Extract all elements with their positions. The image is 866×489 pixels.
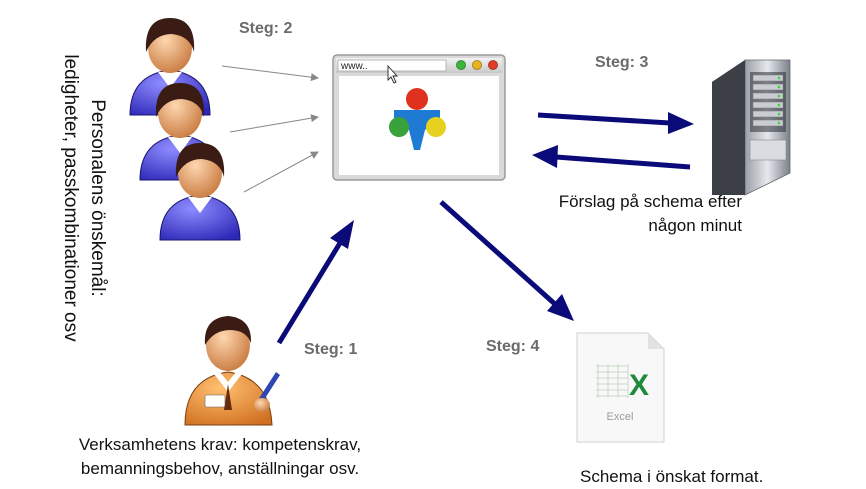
- server-caption: Förslag på schema efter någon minut: [559, 190, 742, 238]
- excel-x-letter: X: [629, 369, 649, 402]
- business-requirements-line-2: bemanningsbehov, anställningar osv.: [80, 459, 360, 478]
- step-2-label: Steg: 2: [239, 20, 293, 37]
- server-led: [777, 112, 781, 116]
- server-led: [777, 94, 781, 98]
- server-led: [777, 76, 781, 80]
- browser-to-excel-arrow: [439, 200, 574, 321]
- browser-yellow-button: [472, 60, 482, 70]
- business-requirements-line-1: Verksamhetens krav: kompetenskrav,: [78, 435, 362, 454]
- staff-wishes-line-2: ledigheter, passkombinationer osv: [60, 54, 81, 342]
- server-drive-slot: [752, 110, 784, 118]
- server-drive-slot: [752, 101, 784, 109]
- server-drive-slot: [752, 119, 784, 127]
- server-led: [777, 121, 781, 125]
- browser-green-button: [456, 60, 466, 70]
- manager-icon: [184, 316, 280, 426]
- staff-person-icon: [159, 143, 241, 241]
- server-caption-line-1: Förslag på schema efter: [558, 192, 742, 211]
- excel-label: Excel: [607, 411, 634, 423]
- server-caption-line-2: någon minut: [648, 216, 742, 235]
- excel-document-icon: X Excel: [576, 332, 665, 443]
- flow-arrows: [276, 112, 694, 345]
- thin-arrow: [229, 114, 319, 133]
- server-drive-slot: [752, 83, 784, 91]
- staff-group: [129, 18, 241, 241]
- staff-to-browser-arrows: [221, 65, 319, 193]
- thin-arrow: [221, 65, 319, 82]
- staff-wishes-caption: Personalens önskemål: ledigheter, passko…: [53, 33, 111, 363]
- hand-cursor-icon: [387, 64, 399, 84]
- browser-address-text: www..: [340, 61, 368, 72]
- step-4-label: Steg: 4: [486, 338, 540, 355]
- server-icon: [712, 59, 791, 196]
- server-to-browser-arrow: [532, 145, 691, 170]
- server-drive-slot: [752, 74, 784, 82]
- thin-arrow: [243, 151, 319, 193]
- app-logo-icon: [389, 88, 446, 150]
- step-3-label: Steg: 3: [595, 54, 649, 71]
- business-requirements-caption: Verksamhetens krav: kompetenskrav, beman…: [30, 433, 410, 481]
- staff-wishes-line-1: Personalens önskemål:: [87, 99, 108, 297]
- step-1-label: Steg: 1: [304, 341, 358, 358]
- output-caption: Schema i önskat format.: [580, 467, 764, 486]
- browser-red-button: [488, 60, 498, 70]
- browser-window: [332, 54, 506, 181]
- manager-to-browser-arrow: [276, 220, 354, 345]
- browser-to-server-arrow: [537, 112, 694, 134]
- server-led: [777, 103, 781, 107]
- server-drive-slot: [752, 92, 784, 100]
- server-led: [777, 85, 781, 89]
